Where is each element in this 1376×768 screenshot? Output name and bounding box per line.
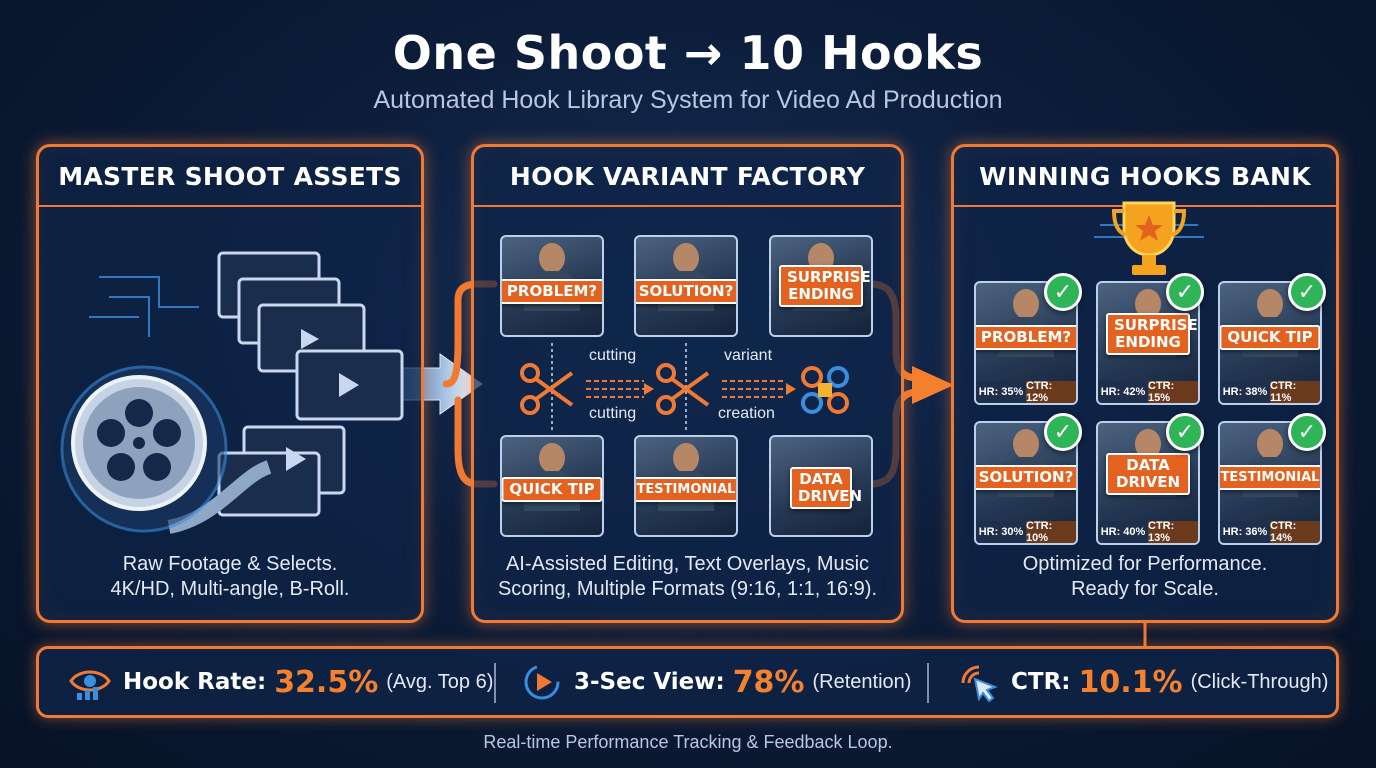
factory-thumb-surprise-ending[interactable]: SURPRISE ENDING xyxy=(769,235,873,337)
gears-icon xyxy=(801,366,849,414)
hook-tag: QUICK TIP xyxy=(1220,325,1320,350)
factory-thumb-problem[interactable]: PROBLEM? xyxy=(500,235,604,337)
page-title: One Shoot → 10 Hooks xyxy=(392,26,984,80)
film-frame-stack xyxy=(217,251,404,517)
three-sec-view-metric: 3-Sec View: 78% (Retention) xyxy=(522,649,911,715)
winning-hook-card[interactable]: QUICK TIP HR: 38%CTR: 11% xyxy=(1218,281,1322,405)
hook-stats: HR: 35%CTR: 12% xyxy=(976,380,1076,403)
bank-description: Optimized for Performance. Ready for Sca… xyxy=(954,552,1336,602)
factory-line-1: AI-Assisted Editing, Text Overlays, Musi… xyxy=(505,553,870,575)
factory-thumb-quick-tip[interactable]: QUICK TIP xyxy=(500,435,604,537)
ctr-stat: CTR: 11% xyxy=(1270,380,1320,403)
hook-tag: SURPRISE ENDING xyxy=(1106,313,1198,355)
factory-thumb-testimonial[interactable]: TESTIMONIAL xyxy=(634,435,738,537)
ctr-stat: CTR: 13% xyxy=(1148,520,1198,543)
check-icon: ✓ xyxy=(1166,273,1204,311)
panel-title: WINNING HOOKS BANK xyxy=(954,147,1336,207)
hook-tag: DATA DRIVEN xyxy=(790,467,862,509)
hook-rate-stat: HR: 38% xyxy=(1220,381,1270,403)
hook-rate-metric: Hook Rate: 32.5% (Avg. Top 6) xyxy=(69,649,493,715)
ctr-stat: CTR: 12% xyxy=(1026,380,1076,403)
panel-title: MASTER SHOOT ASSETS xyxy=(39,147,421,207)
hook-stats: HR: 30%CTR: 10% xyxy=(976,520,1076,543)
process-label-cutting-top: cutting xyxy=(589,347,637,364)
factory-description: AI-Assisted Editing, Text Overlays, Musi… xyxy=(474,552,901,602)
metric-divider xyxy=(927,663,929,703)
master-shoot-assets-panel: MASTER SHOOT ASSETS xyxy=(36,144,424,623)
metric-note: (Click-Through) xyxy=(1190,670,1329,693)
hook-rate-stat: HR: 40% xyxy=(1098,521,1148,543)
assets-line-1: Raw Footage & Selects. xyxy=(122,553,338,575)
process-label-variant: variant xyxy=(724,347,773,364)
hook-variant-factory-panel: HOOK VARIANT FACTORY PROBLEM? SOLUTION? … xyxy=(471,144,904,623)
assets-line-2: 4K/HD, Multi-angle, B-Roll. xyxy=(110,578,350,600)
ctr-stat: CTR: 15% xyxy=(1148,380,1198,403)
factory-to-bank-arrow xyxy=(912,366,954,404)
footer-note: Real-time Performance Tracking & Feedbac… xyxy=(483,732,893,752)
hook-rate-stat: HR: 42% xyxy=(1098,381,1148,403)
metric-value: 32.5% xyxy=(274,664,379,700)
hook-tag: TESTIMONIAL xyxy=(636,477,736,502)
winning-hook-card[interactable]: TESTIMONIAL HR: 36%CTR: 14% xyxy=(1218,421,1322,545)
cursor-click-icon xyxy=(961,665,998,703)
page-subtitle: Automated Hook Library System for Video … xyxy=(373,86,1003,114)
bank-line-2: Ready for Scale. xyxy=(1071,578,1219,600)
scissors-icon xyxy=(520,363,574,415)
check-icon: ✓ xyxy=(1044,273,1082,311)
check-icon: ✓ xyxy=(1044,413,1082,451)
process-label-creation: creation xyxy=(718,405,775,422)
hook-rate-stat: HR: 36% xyxy=(1220,521,1270,543)
hook-tag: SOLUTION? xyxy=(976,465,1076,490)
metric-label: 3-Sec View: xyxy=(574,669,725,695)
hook-rate-stat: HR: 35% xyxy=(976,381,1026,403)
film-assets-illustration xyxy=(60,251,404,534)
winning-hooks-bank-panel: WINNING HOOKS BANK PROBLEM?HR: 35%CTR: 1… xyxy=(951,144,1339,623)
hook-tag: QUICK TIP xyxy=(502,477,602,502)
check-icon: ✓ xyxy=(1288,413,1326,451)
factory-thumb-data-driven[interactable]: DATA DRIVEN xyxy=(769,435,873,537)
play-timer-icon xyxy=(524,664,560,700)
metric-label: Hook Rate: xyxy=(123,669,267,695)
bank-line-1: Optimized for Performance. xyxy=(1022,553,1268,575)
ctr-stat: CTR: 10% xyxy=(1026,520,1076,543)
panel-title: HOOK VARIANT FACTORY xyxy=(474,147,901,207)
ctr-stat: CTR: 14% xyxy=(1270,520,1320,543)
ctr-metric: CTR: 10.1% (Click-Through) xyxy=(957,649,1328,715)
hook-stats: HR: 40%CTR: 13% xyxy=(1098,520,1198,543)
hook-stats: HR: 36%CTR: 14% xyxy=(1220,520,1320,543)
hook-stats: HR: 42%CTR: 15% xyxy=(1098,380,1198,403)
assets-description: Raw Footage & Selects. 4K/HD, Multi-angl… xyxy=(39,552,421,602)
metric-divider xyxy=(494,663,496,703)
hook-tag: SOLUTION? xyxy=(636,279,736,304)
hook-tag: TESTIMONIAL xyxy=(1220,465,1320,490)
metric-value: 78% xyxy=(732,664,805,700)
hook-stats: HR: 38%CTR: 11% xyxy=(1220,380,1320,403)
metric-label: CTR: xyxy=(1011,669,1071,695)
eye-chart-icon xyxy=(69,670,111,700)
process-label-cutting-bottom: cutting xyxy=(589,405,637,422)
hook-rate-stat: HR: 30% xyxy=(976,521,1026,543)
hook-tag: PROBLEM? xyxy=(976,325,1076,350)
hook-tag: SURPRISE ENDING xyxy=(779,265,871,307)
metric-note: (Avg. Top 6) xyxy=(386,670,494,693)
factory-line-2: Scoring, Multiple Formats (9:16, 1:1, 16… xyxy=(497,578,878,600)
trophy-icon xyxy=(1094,201,1204,275)
check-icon: ✓ xyxy=(1166,413,1204,451)
hook-tag: PROBLEM? xyxy=(502,279,602,304)
scissors-icon xyxy=(656,363,710,415)
factory-thumb-solution[interactable]: SOLUTION? xyxy=(634,235,738,337)
check-icon: ✓ xyxy=(1288,273,1326,311)
process-flow xyxy=(520,343,849,433)
hook-tag: DATA DRIVEN xyxy=(1106,453,1190,495)
film-reel-icon xyxy=(60,365,228,533)
winning-hook-card[interactable]: PROBLEM? HR: 35%CTR: 12% xyxy=(974,281,1078,405)
metric-value: 10.1% xyxy=(1078,664,1183,700)
metrics-bar: Hook Rate: 32.5% (Avg. Top 6) 3-Sec View… xyxy=(36,646,1339,718)
metric-note: (Retention) xyxy=(812,670,912,693)
